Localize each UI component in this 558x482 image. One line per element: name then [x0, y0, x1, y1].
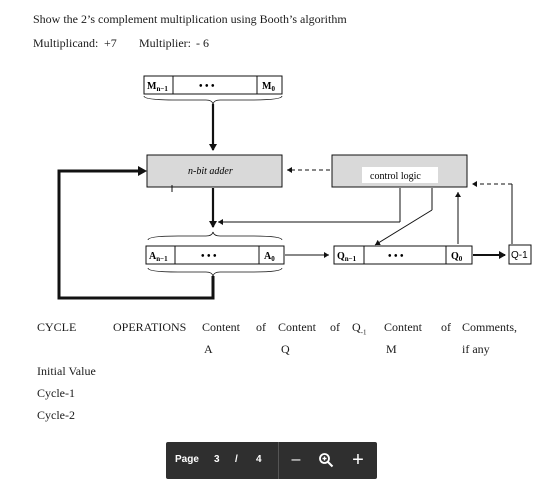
- page-toolbar: Page 3 / 4 – +: [166, 442, 377, 479]
- q-register-msb-label: Qn−1: [337, 251, 357, 263]
- m-register: Mn−1 • • • M0: [143, 75, 283, 105]
- toolbar-divider: [278, 442, 279, 479]
- m-register-msb-label: Mn−1: [147, 81, 168, 93]
- q-register-lsb-label: Q0: [451, 251, 463, 263]
- header-of-a: of: [256, 320, 266, 334]
- header-q: Q: [281, 342, 290, 356]
- page-separator: /: [235, 454, 238, 465]
- q-minus1-register: Q-1: [508, 244, 532, 265]
- problem-title: Show the 2’s complement multiplication u…: [33, 12, 347, 26]
- multiplier-value: - 6: [196, 36, 209, 50]
- row-label-cycle-1: Cycle-1: [37, 386, 75, 400]
- header-comments: Comments,: [462, 320, 518, 334]
- m-register-lsb-label: M0: [262, 81, 275, 93]
- a-register: An−1 • • • A0: [145, 245, 285, 265]
- feedback-loop: [57, 169, 215, 300]
- q-minus1-label: Q-1: [511, 250, 528, 261]
- header-if-any: if any: [462, 342, 490, 356]
- multiplicand-label: Multiplicand:: [33, 36, 99, 50]
- total-pages: 4: [256, 454, 262, 465]
- header-content-q: Content: [278, 320, 316, 334]
- q-register: Qn−1 • • • Q0: [333, 245, 473, 265]
- header-operations: OPERATIONS: [113, 320, 187, 334]
- q-register-dots: • • •: [388, 251, 404, 262]
- multiplicand-value: +7: [104, 36, 117, 50]
- header-of-q: of: [330, 320, 340, 334]
- multiplier-label: Multiplier:: [139, 36, 191, 50]
- header-a: A: [204, 342, 213, 356]
- control-logic-label: control logic: [370, 171, 421, 182]
- magnifier-icon: [319, 453, 334, 468]
- header-q-minus1: Q-1: [352, 320, 367, 337]
- a-register-dots: • • •: [201, 251, 217, 262]
- row-label-cycle-2: Cycle-2: [37, 408, 75, 422]
- header-m: M: [386, 342, 397, 356]
- zoom-out-button[interactable]: –: [291, 451, 301, 468]
- zoom-in-button[interactable]: +: [352, 449, 364, 471]
- adder-label: n-bit adder: [188, 166, 233, 177]
- row-label-initial: Initial Value: [37, 364, 96, 378]
- current-page[interactable]: 3: [214, 454, 220, 465]
- header-of-m: of: [441, 320, 451, 334]
- header-content-m: Content: [384, 320, 422, 334]
- a-register-lsb-label: A0: [264, 251, 275, 263]
- page-label: Page: [175, 454, 199, 465]
- control-logic-block: control logic: [331, 154, 468, 188]
- adder-block: n-bit adder: [146, 154, 283, 188]
- header-cycle: CYCLE: [37, 320, 77, 334]
- m-register-dots: • • •: [199, 81, 215, 92]
- zoom-fit-button[interactable]: [314, 448, 338, 472]
- control-to-q-arrow: [374, 209, 433, 246]
- header-content-a: Content: [202, 320, 240, 334]
- booth-hardware-diagram: Mn−1 • • • M0 n-bit adder control logic …: [57, 75, 532, 300]
- a-register-msb-label: An−1: [149, 251, 168, 263]
